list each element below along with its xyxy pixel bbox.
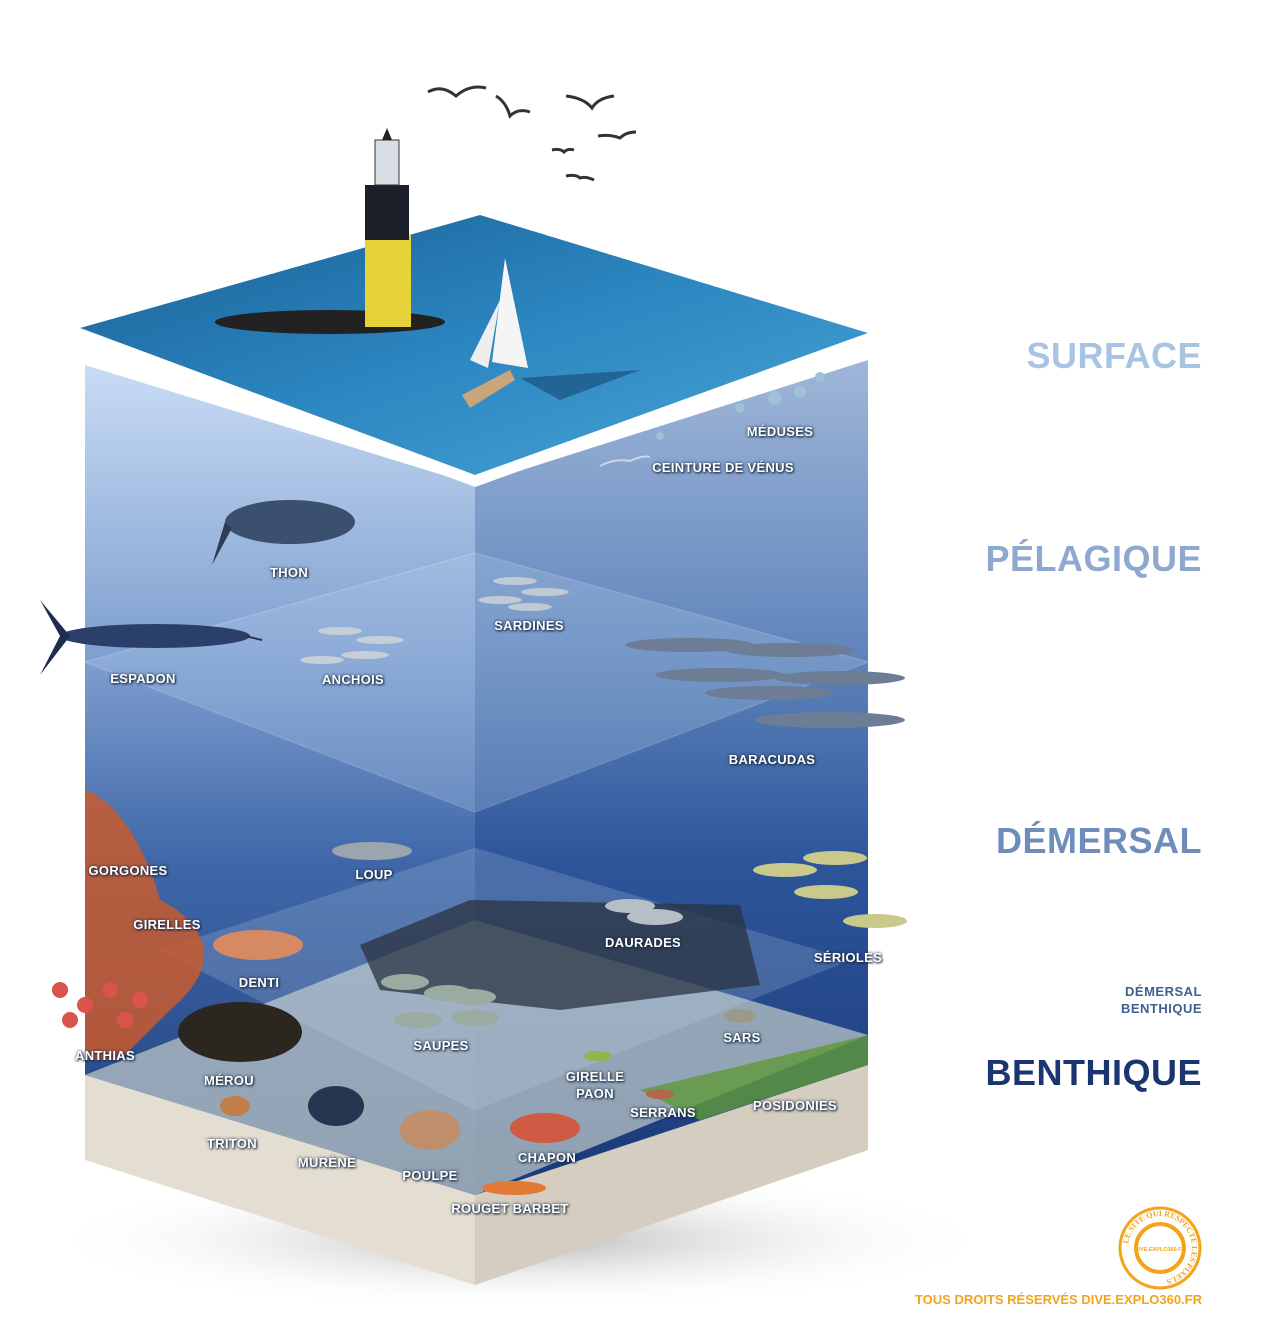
- label-girelle-paon-2: PAON: [576, 1086, 614, 1101]
- label-rouget-barbet: ROUGET BARBET: [451, 1201, 569, 1216]
- fish-illustrations: [40, 372, 907, 1195]
- seabed-sand-left: [85, 1075, 475, 1285]
- zone-demersal-benthique: DÉMERSAL BENTHIQUE: [1121, 983, 1202, 1017]
- zone-pelagique: PÉLAGIQUE: [985, 538, 1202, 579]
- label-saupes: SAUPES: [413, 1038, 469, 1053]
- pelagic-plane: [82, 552, 871, 813]
- label-posidonies: POSIDONIES: [753, 1098, 837, 1113]
- shipwreck: [360, 900, 760, 1010]
- label-loup: LOUP: [355, 867, 393, 882]
- label-serioles: SÉRIOLES: [813, 950, 883, 965]
- label-baracudas: BARACUDAS: [728, 752, 816, 767]
- label-sars: SARS: [723, 1030, 761, 1045]
- zone-benthique: BENTHIQUE: [985, 1052, 1202, 1093]
- label-poulpe: POULPE: [402, 1168, 458, 1183]
- lighthouse: [215, 128, 445, 334]
- label-anchois: ANCHOIS: [321, 672, 385, 687]
- sea-surface: [80, 215, 868, 475]
- label-girelle-paon: GIRELLE PAON: [566, 1068, 624, 1102]
- label-girelles: GIRELLES: [133, 917, 201, 932]
- label-gorgones: GORGONES: [88, 863, 168, 878]
- zone-demersal-benthique-1: DÉMERSAL: [1125, 984, 1202, 999]
- label-thon: THON: [269, 565, 309, 580]
- label-espadon: ESPADON: [110, 671, 176, 686]
- sailboat: [462, 258, 640, 408]
- copyright-notice: TOUS DROITS RÉSERVÉS DIVE.EXPLO360.FR: [914, 1292, 1202, 1307]
- label-anthias: ANTHIAS: [75, 1048, 135, 1063]
- posidonia-meadow: [640, 1035, 868, 1120]
- label-triton: TRITON: [207, 1136, 257, 1151]
- label-daurades: DAURADES: [604, 935, 682, 950]
- label-girelle-paon-1: GIRELLE: [565, 1069, 625, 1084]
- zone-surface: SURFACE: [1026, 335, 1202, 376]
- label-sardines: SARDINES: [494, 618, 564, 633]
- label-meduses: MÉDUSES: [746, 424, 814, 439]
- label-ceinture-de-venus: CEINTURE DE VÉNUS: [652, 460, 794, 475]
- label-serrans: SERRANS: [630, 1105, 696, 1120]
- seagulls: [427, 85, 637, 182]
- svg-text:DIVE.EXPLO360.FR: DIVE.EXPLO360.FR: [1134, 1247, 1185, 1253]
- label-murene: MURÈNE: [297, 1155, 357, 1170]
- site-logo-seal: LE SITE QUI RESPECTE LES PIXELS DIVE.EXP…: [1118, 1206, 1202, 1290]
- zone-demersal-benthique-2: BENTHIQUE: [1120, 1001, 1202, 1016]
- seabed-sand-right: [475, 1065, 868, 1285]
- label-chapon: CHAPON: [517, 1150, 577, 1165]
- label-denti: DENTI: [238, 975, 280, 990]
- label-merou: MÉROU: [204, 1073, 254, 1088]
- zone-demersal: DÉMERSAL: [995, 820, 1202, 861]
